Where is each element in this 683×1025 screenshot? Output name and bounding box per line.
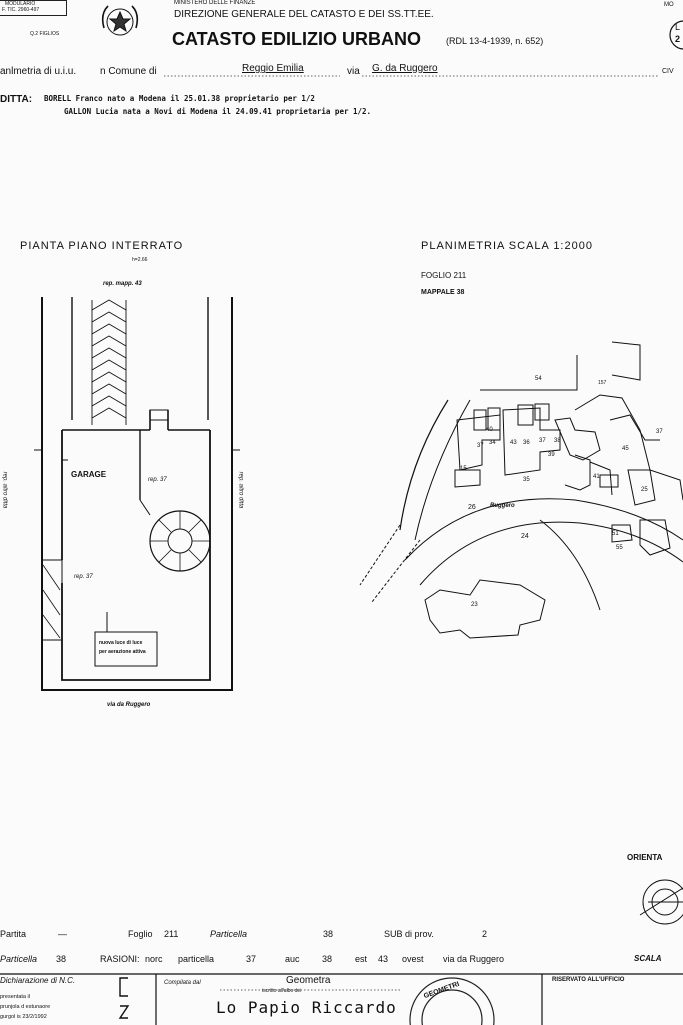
- parcel-157: 157: [598, 380, 607, 386]
- parcel-37-b: 37: [539, 438, 546, 444]
- parcel-37-c: 37: [656, 429, 663, 435]
- confini-text-1: norc: [145, 954, 163, 964]
- header-box-line2: F. TIC. 2960-497: [2, 7, 40, 13]
- room-a-label: rep. 37: [148, 477, 167, 483]
- parcel-37-a: 37: [477, 443, 484, 449]
- footer-small-2: prunjola d estunaore: [0, 1004, 51, 1010]
- geometra-stamp-icon: [409, 977, 495, 1025]
- scala-label: SCALA: [634, 954, 662, 963]
- riservato-label: RISERVATO ALL'UFFICIO: [552, 977, 625, 983]
- parcel-24: 24: [521, 533, 529, 540]
- circle-text-1: L: [675, 22, 681, 32]
- note-line-2: per aerazione attiva: [99, 649, 146, 655]
- left-plan-title: PIANTA PIANO INTERRATO: [20, 240, 184, 252]
- geometra-label: Geometra: [286, 975, 331, 986]
- sq-bracket-icon: [118, 977, 130, 1019]
- parcel-26: 26: [468, 504, 476, 511]
- confini-text-3: auc: [285, 954, 300, 964]
- row2-particella-label: Particella: [0, 954, 38, 964]
- row2-particella-value: 38: [56, 954, 67, 964]
- parcel-23: 23: [471, 602, 478, 608]
- ditta-line-1: BORELL Franco nato a Modena il 25.01.38 …: [44, 94, 315, 103]
- parcel-25: 25: [641, 487, 648, 493]
- parcel-45: 45: [622, 446, 629, 452]
- geometra-name: Lo Papio Riccardo: [216, 998, 397, 1017]
- civ-label: CIV: [662, 68, 674, 75]
- particella-value: 38: [323, 929, 334, 939]
- ditta-label: DITTA:: [0, 94, 33, 105]
- note-line-1: nuova luce di luce: [99, 640, 143, 646]
- foglio-label: FOGLIO 211: [421, 271, 467, 280]
- parcel-55: 55: [616, 545, 623, 551]
- header-form-box: [0, 0, 67, 16]
- particella-label: Particella: [210, 929, 248, 939]
- parcel-39: 39: [548, 452, 555, 458]
- header-box-line1: MODULARIO: [5, 1, 36, 7]
- room-b-label: rep. 37: [74, 574, 93, 580]
- parcel-54: 54: [535, 376, 542, 382]
- confini-label: RASIONI:: [100, 954, 140, 964]
- confini-text-2: particella: [178, 954, 215, 964]
- circle-text-2: 2: [675, 34, 681, 44]
- direction-label: DIREZIONE GENERALE DEL CATASTO E DEI SS.…: [174, 9, 434, 20]
- confini-text-4: est: [355, 954, 368, 964]
- right-plan-street: Ruggero: [490, 503, 515, 509]
- partita-value: —: [58, 929, 67, 939]
- parcel-43: 43: [510, 440, 517, 446]
- sub-label: SUB di prov.: [384, 929, 434, 939]
- garage-label: GARAGE: [71, 470, 107, 479]
- parcel-51: 51: [612, 531, 619, 537]
- footer-small-3: gurgol is 23/2/1992: [0, 1014, 47, 1020]
- header-circle-stamp-icon: [669, 20, 683, 50]
- confini-val-3: 43: [378, 954, 389, 964]
- parcel-41: 41: [593, 474, 600, 480]
- footer-small-1: presentata il: [0, 994, 30, 1000]
- parcel-36: 36: [523, 440, 530, 446]
- header-box-code: Q.2 FIGLIOS: [30, 31, 60, 37]
- comune-value: Reggio Emilia: [242, 63, 304, 74]
- sub-value: 2: [482, 929, 488, 939]
- comune-label: n Comune di: [100, 66, 157, 77]
- confini-text-6: via da Ruggero: [443, 954, 505, 964]
- dichiarazione-label: Dichiarazione di N.C.: [0, 976, 76, 985]
- foglio-footer-value: 211: [164, 929, 179, 939]
- planimetria-label: anlmetria di u.i.u.: [0, 66, 77, 77]
- right-plan-title: PLANIMETRIA SCALA 1:2000: [421, 240, 593, 252]
- header-dotted-lines: [164, 75, 658, 77]
- confini-val-1: 37: [246, 954, 257, 964]
- header-emblem-icon: [101, 5, 139, 36]
- compilata-label: Compilata dal: [164, 980, 201, 986]
- left-plan-street: via da Ruggero: [107, 702, 151, 708]
- ditta-line-2: GALLON Lucia nata a Novi di Modena il 24…: [64, 107, 372, 116]
- parcel-38: 38: [554, 438, 561, 444]
- parcel-34: 34: [489, 440, 496, 446]
- confini-text-5: ovest: [402, 954, 424, 964]
- rdl-label: (RDL 13-4-1939, n. 652): [446, 36, 544, 46]
- confini-val-2: 38: [322, 954, 333, 964]
- foglio-footer-label: Foglio: [128, 929, 153, 939]
- mappale-label: MAPPALE 38: [421, 289, 465, 296]
- parcel-15: 15: [460, 466, 467, 472]
- via-value: G. da Ruggero: [372, 63, 438, 74]
- top-right-code: MO: [664, 2, 674, 8]
- iscritto-label: iscritto all'albo dei: [262, 988, 302, 994]
- via-label: via: [347, 66, 360, 77]
- left-plan-subtitle: h=2.66: [132, 257, 148, 263]
- ministry-label: MINISTERO DELLE FINANZE: [174, 0, 256, 6]
- orient-label: ORIENTA: [627, 853, 663, 862]
- left-plan-top-label: rep. mapp. 43: [103, 281, 142, 287]
- catasto-title: CATASTO EDILIZIO URBANO: [172, 29, 421, 49]
- parcel-35: 35: [523, 477, 530, 483]
- partita-label: Partita: [0, 929, 27, 939]
- parcel-40: 40: [486, 427, 493, 433]
